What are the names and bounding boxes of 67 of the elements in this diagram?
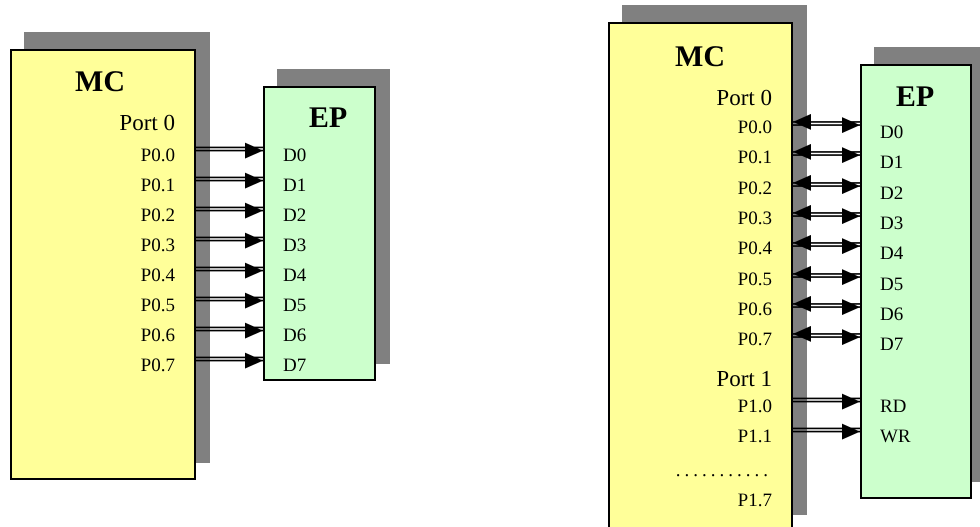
port-label: Port 1	[716, 366, 772, 390]
bus-arrow	[792, 204, 861, 224]
pin-label: P0.2	[110, 203, 196, 229]
bus-arrow	[792, 296, 861, 316]
component-box	[10, 49, 196, 480]
pin-label: D1	[860, 150, 940, 176]
pin-label: D7	[263, 353, 343, 379]
pin-label: D6	[263, 323, 343, 349]
pin-label: D3	[860, 211, 940, 237]
pin-label: D5	[860, 272, 940, 298]
pin-label: P0.1	[110, 173, 196, 199]
pin-label: P0.0	[693, 115, 793, 141]
pin-label: P0.0	[110, 143, 196, 169]
pin-label: P0.1	[693, 145, 793, 171]
bus-arrow	[195, 142, 264, 159]
bus-arrow	[792, 234, 861, 254]
pin-label: D1	[263, 173, 343, 199]
bus-arrow	[195, 262, 264, 279]
component-title: MC	[75, 67, 125, 97]
pin-label: D0	[263, 143, 343, 169]
pin-label: P0.3	[693, 206, 793, 232]
bus-arrow	[195, 322, 264, 339]
pin-label: P1.1	[693, 424, 793, 450]
pin-label: D7	[860, 332, 940, 358]
bus-arrow	[195, 172, 264, 189]
pin-label: P0.4	[693, 236, 793, 262]
pin-label: P1.7	[738, 490, 772, 510]
bus-arrow	[792, 326, 861, 346]
pin-label: D2	[263, 203, 343, 229]
bus-arrow	[792, 424, 861, 440]
pin-label: P0.7	[693, 327, 793, 353]
bus-arrow	[792, 114, 861, 134]
component-title: EP	[896, 82, 934, 112]
bus-arrow	[195, 232, 264, 249]
pin-label: D6	[860, 302, 940, 328]
pin-label: P0.6	[693, 297, 793, 323]
bus-arrow	[792, 144, 861, 164]
component-title: EP	[308, 103, 348, 133]
pin-label: D4	[860, 241, 940, 267]
component-box	[608, 22, 793, 527]
pin-label: P1.0	[693, 394, 793, 420]
bus-arrow	[195, 352, 264, 369]
bus-arrow	[792, 266, 861, 286]
pin-label: D0	[860, 120, 940, 146]
pin-label: D5	[263, 293, 343, 319]
bus-arrow	[792, 174, 861, 194]
component-title: MC	[675, 42, 725, 72]
pin-label: D2	[860, 181, 940, 207]
pin-label: P0.4	[110, 263, 196, 289]
pin-label: P0.6	[110, 323, 196, 349]
component-box	[860, 64, 972, 499]
pin-label: D4	[263, 263, 343, 289]
component-box	[263, 86, 376, 381]
bus-arrow	[195, 292, 264, 309]
bus-arrow	[792, 394, 861, 410]
port-label: Port 0	[716, 86, 772, 108]
pin-label: RD	[860, 394, 940, 420]
pin-label: P0.3	[110, 233, 196, 259]
pin-label: P0.7	[110, 353, 196, 379]
pin-label: P0.2	[693, 176, 793, 202]
pin-label: D3	[263, 233, 343, 259]
pin-label: P0.5	[110, 293, 196, 319]
pin-label: WR	[860, 424, 940, 450]
port-label: Port 0	[119, 110, 175, 134]
bus-arrow	[195, 202, 264, 219]
pin-label: P0.5	[693, 267, 793, 293]
ellipsis-dots: ...........	[676, 460, 772, 480]
